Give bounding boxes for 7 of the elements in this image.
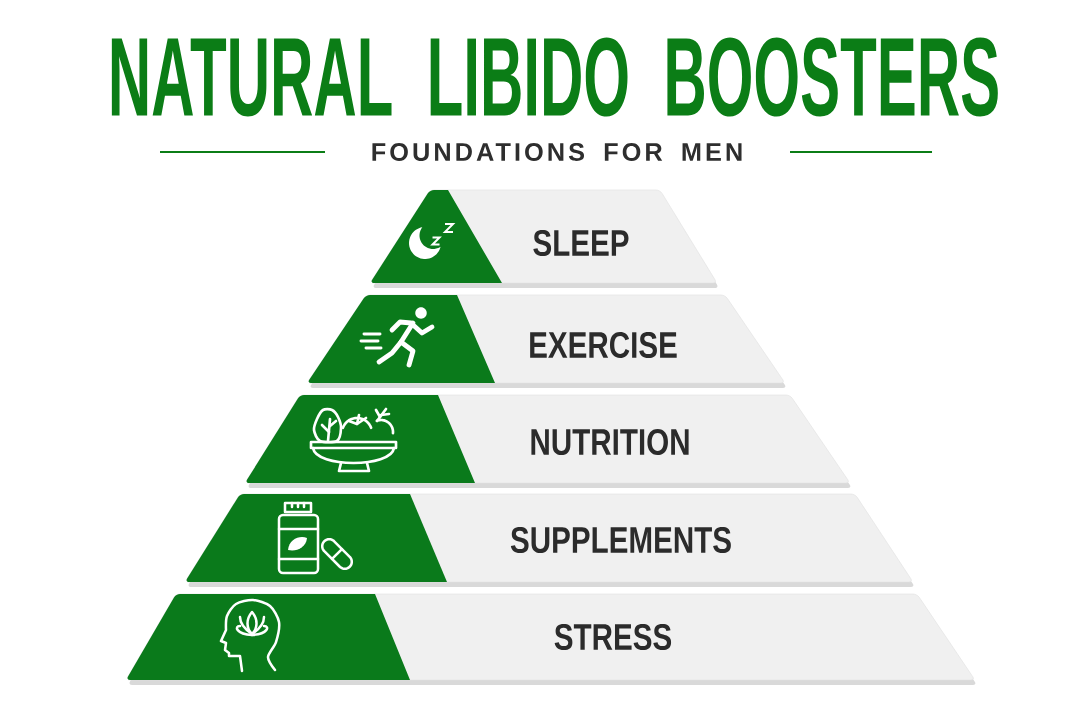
pyramid-band: SLEEP [371, 189, 718, 288]
pyramid-band: NUTRITION [246, 394, 851, 488]
pyramid-band: SUPPLEMENTS [186, 493, 914, 587]
pyramid-band: EXERCISE [308, 294, 786, 388]
title: NATURAL LIBIDO BOOSTERS [111, 37, 998, 117]
pyramid-band: STRESS [127, 593, 976, 685]
subtitle: FOUNDATIONS FOR MEN [372, 143, 742, 161]
